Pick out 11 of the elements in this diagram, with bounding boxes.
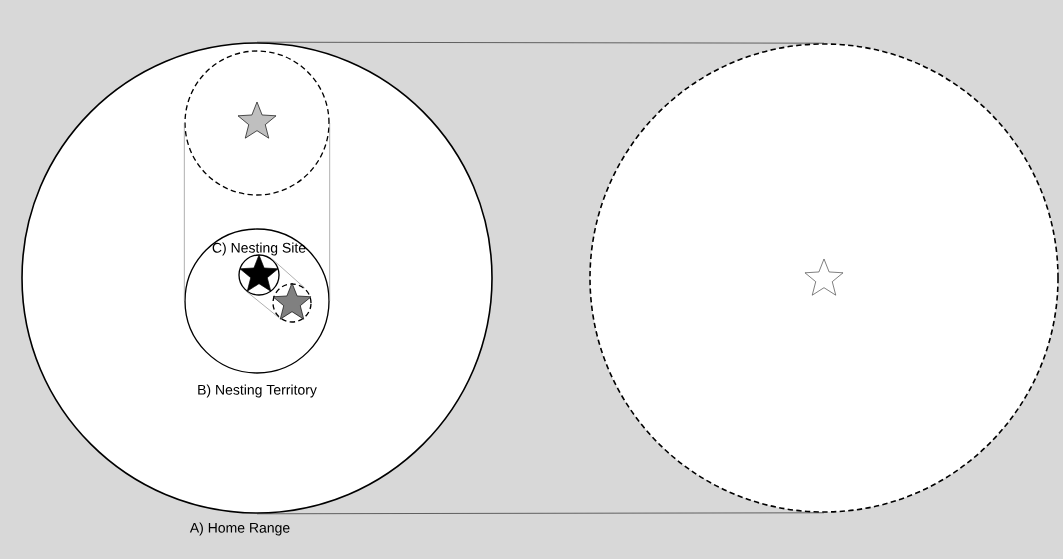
node-label: C) Nesting Site (212, 242, 306, 256)
node-label: B) Nesting Territory (198, 384, 317, 398)
connector-line (256, 41, 825, 44)
dashed-circle (184, 50, 330, 196)
connector-line (256, 512, 825, 515)
connector-line (184, 122, 185, 302)
dashed-circle (589, 43, 1059, 513)
node-label: A) Home Range (189, 522, 290, 536)
connector-line (329, 122, 330, 302)
connector-line (245, 290, 280, 319)
connector-line (271, 258, 305, 289)
